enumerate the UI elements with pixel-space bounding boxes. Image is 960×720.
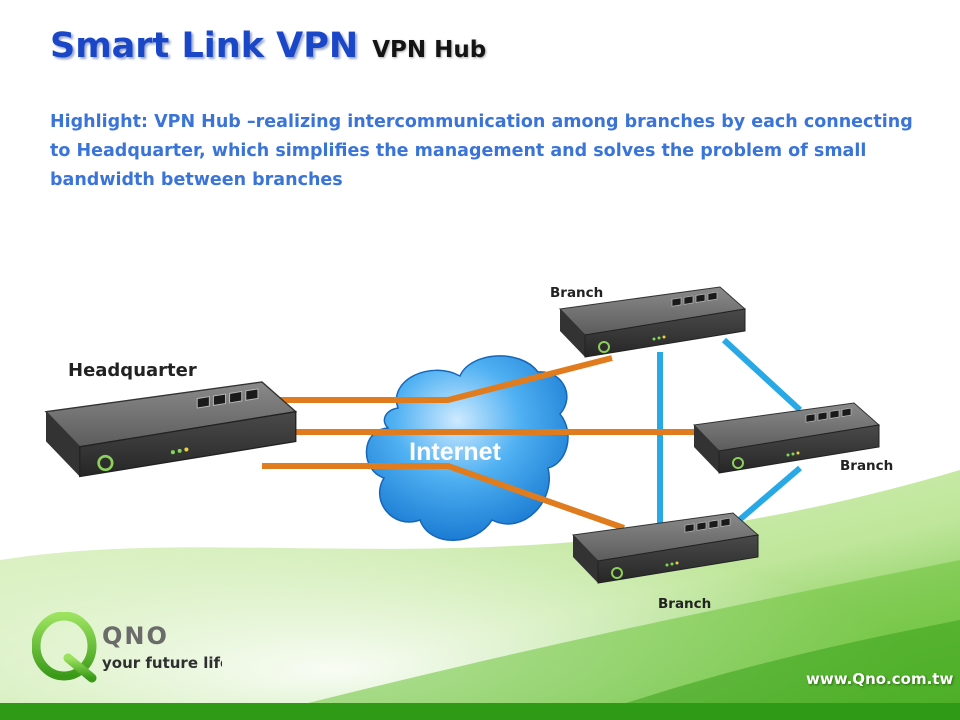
logo-text: QNO <box>102 622 169 650</box>
branch-router-bottom <box>572 512 759 584</box>
logo-q-icon <box>32 612 97 683</box>
hq-link-bottom <box>262 463 625 531</box>
branch-label-bottom: Branch <box>658 596 712 612</box>
internet-label: Internet <box>409 438 501 466</box>
slide-title: Smart Link VPN VPN Hub <box>50 26 486 66</box>
headquarter-router <box>44 380 298 478</box>
branch-link-top-right <box>721 337 803 413</box>
highlight-text: Highlight: VPN Hub –realizing intercommu… <box>50 112 913 190</box>
branch-label-top: Branch <box>550 285 604 301</box>
website-url[interactable]: www.Qno.com.tw <box>806 670 954 688</box>
title-subtitle: VPN Hub <box>372 37 487 63</box>
title-main: Smart Link VPN <box>50 26 359 66</box>
branch-label-right: Branch <box>840 458 894 474</box>
bottom-bar <box>0 703 960 720</box>
hq-link-top <box>262 355 613 403</box>
logo-tagline: your future life <box>102 654 222 672</box>
qno-logo: QNO your future life <box>32 612 222 683</box>
headquarter-label: Headquarter <box>68 360 197 381</box>
